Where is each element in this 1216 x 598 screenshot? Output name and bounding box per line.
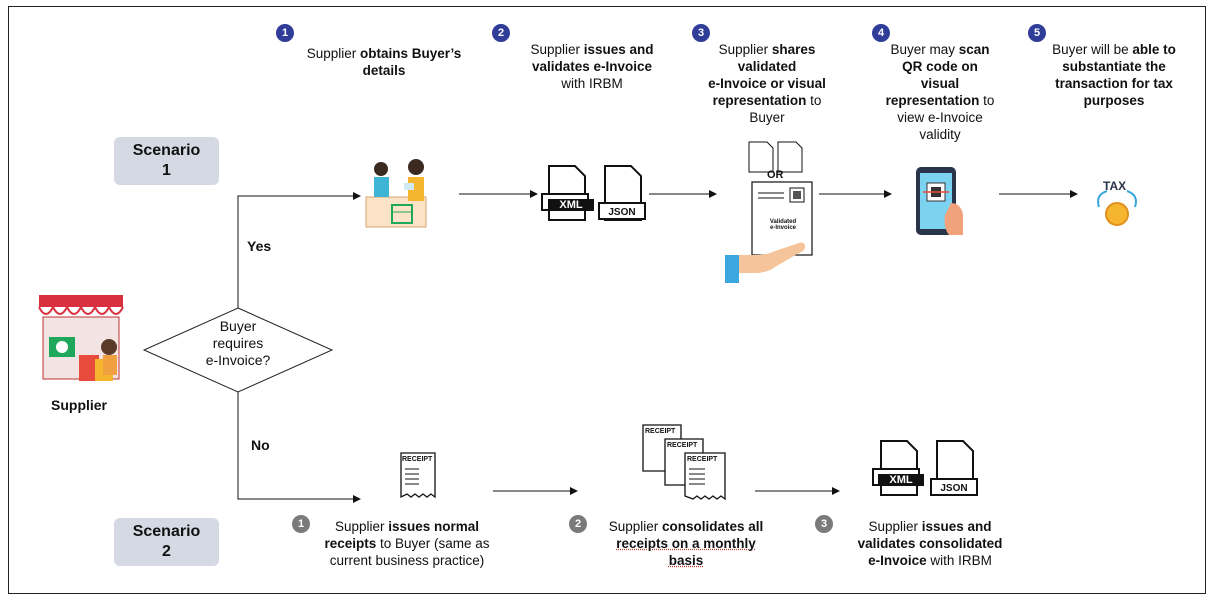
diagram-frame: Scenario 1 Scenario 2 Supplier Buyer req… [8,6,1206,594]
scenario-1-number: 1 [162,162,171,179]
step4-badge: 4 [872,24,890,42]
step3-b1: shares [771,42,816,57]
step3-t1: Supplier [718,42,772,57]
step2-t1: Supplier [530,42,584,57]
s2-step2-b1: consolidates all [662,519,764,534]
s2-step2-b2: receipts on a monthly [616,536,756,551]
s2-step3-b3: e-Invoice [868,553,927,568]
step4-t1: Buyer may [890,42,959,57]
step2-b1: issues and [583,42,654,57]
step5-b4: purposes [1083,93,1145,108]
decision-line-1: Buyer [219,318,257,334]
s2-step1-b1: issues normal [388,519,480,534]
step4-b3: visual [920,76,960,91]
step4-b1: scan [958,42,990,57]
step4-t3: view e-Invoice [897,110,983,125]
step3-t2: to [806,93,822,108]
step3-text: Supplier shares validated e-Invoice or v… [692,41,842,126]
s2-step3-b2: validates consolidated [857,536,1003,551]
step5-text: Buyer will be able to substantiate the t… [1039,41,1189,109]
connector-layer [38,141,1137,503]
step1-badge: 1 [276,24,294,42]
step1-b1: obtains Buyer’s [360,46,462,61]
scenario-2-title: Scenario [132,523,201,540]
receipt-label-2: RECEIPT [645,428,676,435]
step4-b4: representation [885,93,980,108]
s2-step1-t1: Supplier [334,519,389,534]
json-label-s2: JSON [940,483,968,494]
shop-counter-icon [365,159,427,228]
s2-step1-text: Supplier issues normal receipts to Buyer… [312,518,502,569]
einvoice-label: e-Invoice [769,225,796,231]
s2-step1-t2: to Buyer (same as [376,536,490,551]
s2-step2-text: Supplier consolidates all receipts on a … [581,518,791,569]
step1-t1: Supplier [306,46,360,61]
xml-label-s1: XML [548,199,594,211]
no-branch-line [237,392,361,503]
s2-step3-t2: with IRBM [926,553,992,568]
step4-t2: to [979,93,995,108]
step5-badge: 5 [1028,24,1046,42]
step5-t1: Buyer will be [1052,42,1133,57]
s2-step3-text: Supplier issues and validates consolidat… [835,518,1025,569]
s2-step3-b1: issues and [921,519,992,534]
step3-t3: Buyer [749,110,785,125]
s2-step3-badge: 3 [815,515,833,533]
step4-t4: validity [919,127,961,142]
decision-line-2: requires [212,335,264,351]
step2-b2: validates e-Invoice [531,59,653,74]
step4-b2: QR code on [902,59,978,74]
step5-b3: transaction for tax [1055,76,1173,91]
scenario-1-title: Scenario [132,142,201,159]
step1-b2: details [362,63,406,78]
yes-branch-line [237,192,361,308]
receipt-icon-single [400,452,436,499]
s2-step3-t1: Supplier [868,519,922,534]
step3-b3: e-Invoice or visual [708,76,826,91]
receipt-label-3: RECEIPT [667,442,698,449]
step5-b2: substantiate the [1062,59,1166,74]
receipt-label-1: RECEIPT [402,456,433,463]
yes-label: Yes [247,238,272,254]
s2-step1-t3: current business practice) [329,553,485,568]
s2-step2-t1: Supplier [608,519,662,534]
scenario-1-box: Scenario 1 [114,137,219,185]
step3-b4: representation [712,93,807,108]
step3-badge: 3 [692,24,710,42]
tax-coin-icon [1097,190,1137,226]
scenario-2-number: 2 [162,543,171,560]
step1-text: Supplier obtains Buyer’s details [289,45,479,79]
tax-label: TAX [1103,179,1127,193]
step2-t2: with IRBM [561,76,623,91]
s2-step2-b3: basis [668,553,704,568]
step5-b1: able to [1132,42,1176,57]
receipt-label-4: RECEIPT [687,456,718,463]
decision-line-3: e-Invoice? [205,352,271,368]
step2-text: Supplier issues and validates e-Invoice … [517,41,667,92]
supplier-shop-icon [38,295,124,381]
validated-doc-label: Validated e-Invoice [759,219,807,231]
receipt-icon-stack [642,424,726,501]
phone-scan-icon [916,167,963,235]
supplier-label: Supplier [51,397,108,413]
s2-step1-b2: receipts [324,536,377,551]
shared-docs-icon [725,141,813,283]
s2-step1-badge: 1 [292,515,310,533]
step4-text: Buyer may scan QR code on visual represe… [875,41,1005,143]
scenario-2-box: Scenario 2 [114,518,219,566]
no-label: No [251,437,270,453]
step3-b2: validated [737,59,797,74]
decision-text: Buyer requires e-Invoice? [188,318,288,369]
s2-step2-badge: 2 [569,515,587,533]
xml-label-s2: XML [878,474,924,486]
json-label-s1: JSON [608,207,636,218]
or-label: OR [767,169,784,181]
validated-label: Validated [769,219,797,225]
step2-badge: 2 [492,24,510,42]
